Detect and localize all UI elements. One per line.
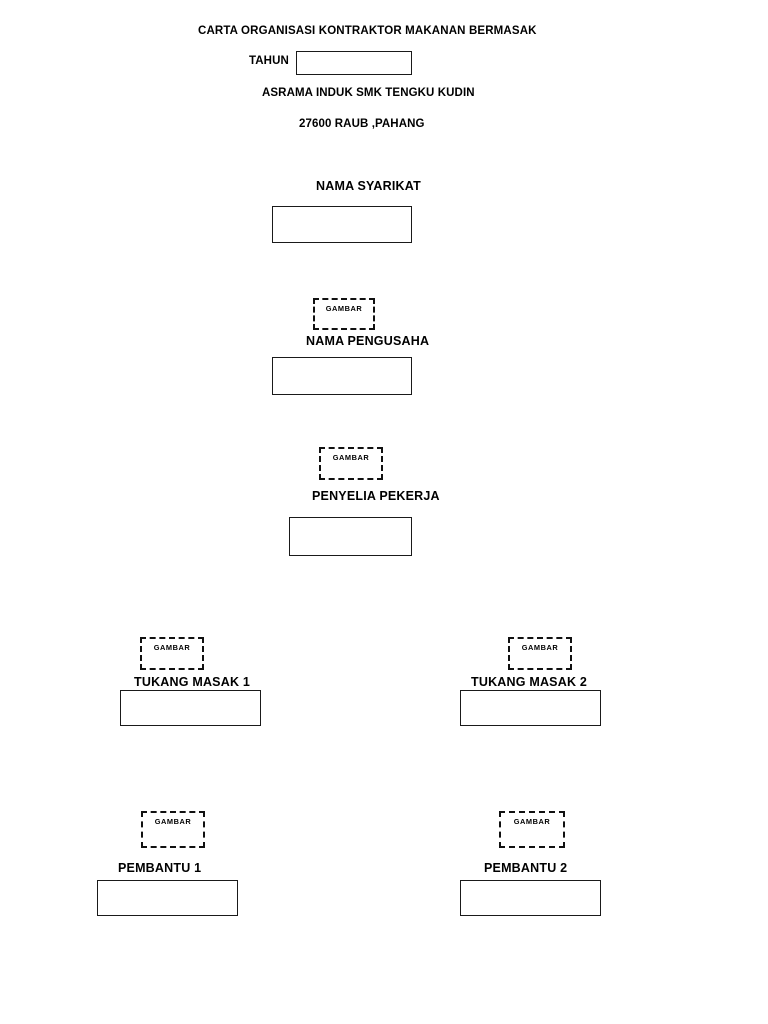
tahun-input[interactable] (296, 51, 412, 75)
input-nama-pengusaha[interactable] (272, 357, 412, 395)
photo-placeholder-label: GAMBAR (154, 817, 192, 826)
label-pembantu-2: PEMBANTU 2 (484, 861, 568, 875)
photo-placeholder-nama-pengusaha[interactable]: GAMBAR (313, 298, 375, 330)
label-pembantu-1: PEMBANTU 1 (118, 861, 202, 875)
photo-placeholder-pembantu-2[interactable]: GAMBAR (499, 811, 565, 848)
photo-placeholder-label: GAMBAR (521, 643, 559, 652)
institution-address: 27600 RAUB ,PAHANG (299, 118, 425, 130)
label-tukang-masak-1: TUKANG MASAK 1 (134, 675, 250, 689)
photo-placeholder-penyelia-pekerja[interactable]: GAMBAR (319, 447, 383, 480)
photo-placeholder-tukang-masak-1[interactable]: GAMBAR (140, 637, 204, 670)
photo-placeholder-pembantu-1[interactable]: GAMBAR (141, 811, 205, 848)
label-tukang-masak-2: TUKANG MASAK 2 (471, 675, 587, 689)
input-tukang-masak-2[interactable] (460, 690, 601, 726)
document-title: CARTA ORGANISASI KONTRAKTOR MAKANAN BERM… (198, 25, 537, 37)
photo-placeholder-label: GAMBAR (153, 643, 191, 652)
input-nama-syarikat[interactable] (272, 206, 412, 243)
photo-placeholder-label: GAMBAR (513, 817, 551, 826)
photo-placeholder-label: GAMBAR (332, 453, 370, 462)
tahun-label: TAHUN (249, 55, 289, 67)
input-pembantu-2[interactable] (460, 880, 601, 916)
institution-name: ASRAMA INDUK SMK TENGKU KUDIN (262, 87, 475, 99)
label-nama-pengusaha: NAMA PENGUSAHA (306, 334, 430, 348)
label-nama-syarikat: NAMA SYARIKAT (316, 179, 421, 193)
photo-placeholder-label: GAMBAR (325, 304, 363, 313)
input-pembantu-1[interactable] (97, 880, 238, 916)
photo-placeholder-tukang-masak-2[interactable]: GAMBAR (508, 637, 572, 670)
input-tukang-masak-1[interactable] (120, 690, 261, 726)
label-penyelia-pekerja: PENYELIA PEKERJA (312, 489, 440, 503)
input-penyelia-pekerja[interactable] (289, 517, 412, 556)
